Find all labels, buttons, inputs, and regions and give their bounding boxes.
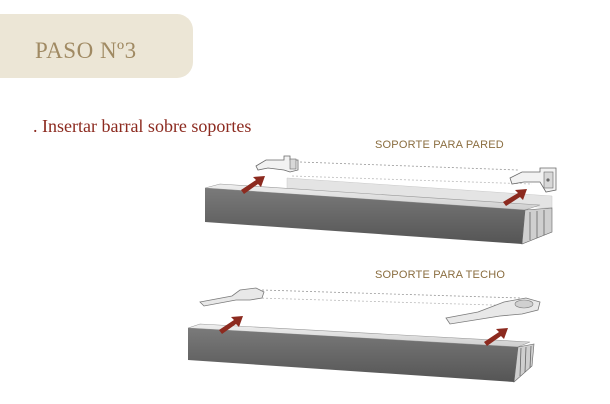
ceiling-bracket-diagram xyxy=(187,287,541,383)
wall-insert-arrow-left-icon xyxy=(241,176,265,194)
wall-bracket-diagram xyxy=(204,155,557,245)
ceiling-guide-line-top xyxy=(261,289,521,299)
ceiling-guide-line-bottom xyxy=(257,297,527,307)
instruction-text: . Insertar barral sobre soportes xyxy=(33,116,252,136)
ceiling-bracket-left-icon xyxy=(199,287,265,307)
ceiling-bracket-right-icon xyxy=(445,297,541,325)
wall-insert-arrow-right-icon xyxy=(503,189,527,206)
wall-bracket-left-icon xyxy=(255,155,299,173)
ceiling-insert-arrow-right-icon xyxy=(484,328,508,346)
wall-bracket-label: SOPORTE PARA PARED xyxy=(375,139,504,151)
step-title: PASO Nº3 xyxy=(35,38,137,63)
wall-guide-line-top xyxy=(299,161,519,171)
step-header xyxy=(0,14,193,78)
wall-bracket-right-icon xyxy=(509,167,557,193)
ceiling-insert-arrow-left-icon xyxy=(219,316,243,334)
ceiling-rail-front xyxy=(188,328,518,382)
wall-rail-front xyxy=(205,188,525,244)
ceiling-rail-top xyxy=(187,323,531,348)
ceiling-rail-end-profile xyxy=(513,343,535,383)
wall-guide-line-bottom xyxy=(291,175,533,185)
ceiling-bracket-label: SOPORTE PARA TECHO xyxy=(375,269,506,281)
wall-rail-end-profile xyxy=(521,207,553,245)
